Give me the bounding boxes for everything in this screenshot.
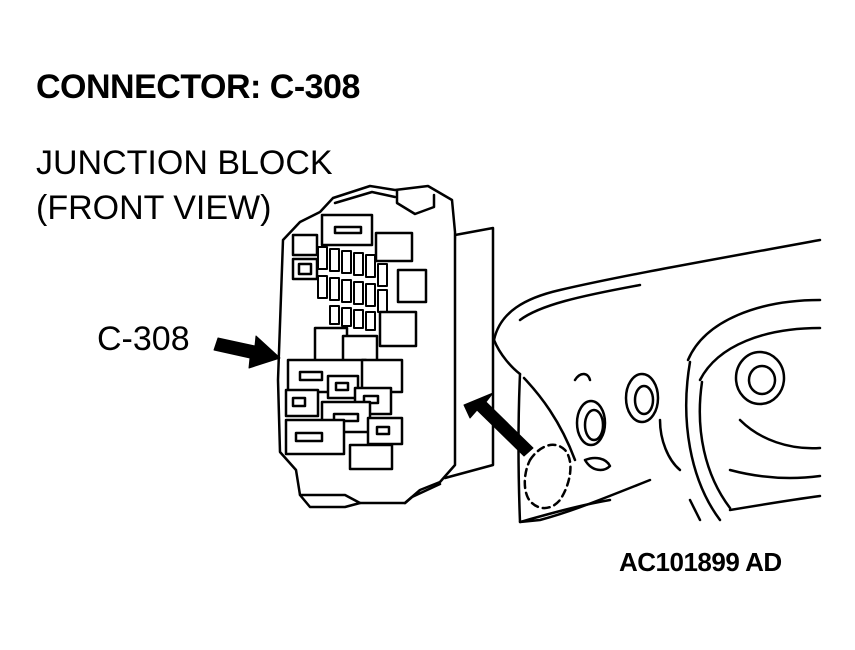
connector-callout-label: C-308 [97,320,190,358]
dashboard-location-view [492,238,822,524]
callout-arrow [213,335,281,369]
junction-block [276,184,495,509]
locator-arrow [463,392,534,457]
figure-id: AC101899 AD [619,547,782,577]
view-orientation-line: (FRONT VIEW) [36,189,272,227]
component-name-line: JUNCTION BLOCK [36,144,333,182]
diagram-title: CONNECTOR: C-308 [36,68,360,106]
